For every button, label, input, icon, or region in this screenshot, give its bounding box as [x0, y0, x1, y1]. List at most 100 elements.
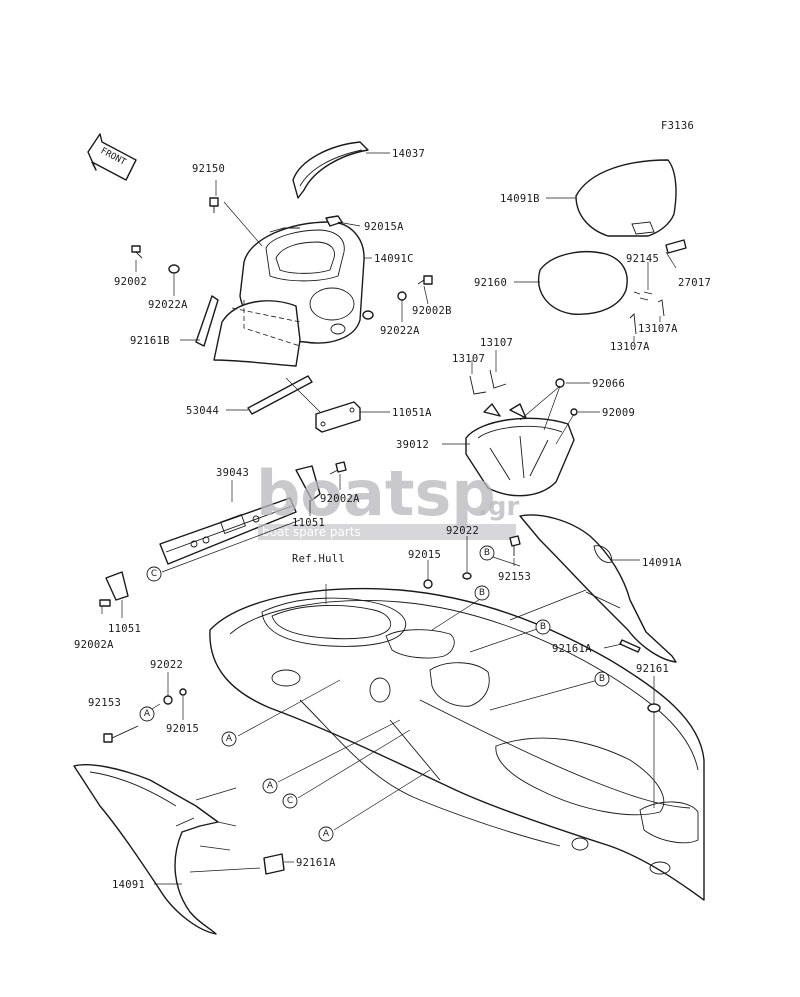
washer-92022A-left	[168, 264, 180, 274]
callout-92002A-mid: 92002A	[320, 493, 360, 505]
callout-92015-low: 92015	[166, 723, 199, 735]
callout-92161: 92161	[636, 663, 669, 675]
svg-text:A: A	[226, 734, 233, 744]
callout-11051-low: 11051	[108, 623, 141, 635]
callout-92002B: 92002B	[412, 305, 452, 317]
plate-92161B	[195, 295, 219, 347]
callout-92015A: 92015A	[364, 221, 404, 233]
callout-92161A-right: 92161A	[552, 643, 592, 655]
svg-text:B: B	[599, 674, 605, 684]
callout-92160: 92160	[474, 277, 507, 289]
svg-text:B: B	[479, 588, 485, 598]
ref-marker-a: A	[262, 778, 278, 794]
svg-text:C: C	[287, 796, 293, 806]
screw-92009	[570, 408, 578, 416]
svg-text:A: A	[267, 781, 274, 791]
ref-marker-b: B	[594, 671, 610, 687]
bolt-92002A-mid	[329, 461, 347, 475]
lid-14091B	[575, 159, 677, 237]
nut-92015-mid	[423, 579, 433, 589]
callout-92015-mid: 92015	[408, 549, 441, 561]
ref-marker-c: C	[146, 566, 162, 582]
ref-marker-a: A	[221, 731, 237, 747]
ref-marker-c: C	[282, 793, 298, 809]
callout-92161B: 92161B	[130, 335, 170, 347]
nut-92015-low	[179, 688, 187, 696]
callout-92002: 92002	[114, 276, 147, 288]
ref-marker-b: B	[479, 545, 495, 561]
side-panel-14091	[73, 764, 219, 935]
svg-text:B: B	[540, 622, 546, 632]
watermark: boatsp .gr boat spare parts	[256, 457, 519, 540]
callout-11051A: 11051A	[392, 407, 432, 419]
callout-92009: 92009	[602, 407, 635, 419]
callout-14091B: 14091B	[500, 193, 540, 205]
bolt-92002	[131, 245, 143, 259]
figure-code: F3136	[661, 120, 694, 132]
clips-92145	[633, 291, 653, 301]
callout-11051-mid: 11051	[292, 517, 325, 529]
svg-text:C: C	[151, 569, 157, 579]
leader-lines	[101, 152, 677, 885]
nut-92015A	[325, 215, 343, 227]
ref-marker-a: A	[139, 706, 155, 722]
svg-text:boatsp: boatsp	[256, 457, 496, 530]
spring-13107A	[629, 299, 665, 335]
svg-text:A: A	[323, 829, 330, 839]
pad-92160	[538, 251, 628, 315]
washer-92022-mid	[462, 572, 472, 580]
bolt-92153-mid	[509, 535, 521, 556]
callout-92002A-low: 92002A	[74, 639, 114, 651]
ref-marker-a: A	[318, 826, 334, 842]
bracket-11051A	[315, 401, 361, 433]
callout-13107A-low: 13107A	[610, 341, 650, 353]
bracket-11051-low	[105, 571, 129, 601]
callout-92150: 92150	[192, 163, 225, 175]
callout-92145: 92145	[626, 253, 659, 265]
callout-92161A-low: 92161A	[296, 857, 336, 869]
callout-39012: 39012	[396, 439, 429, 451]
plate-92161A-right	[619, 639, 641, 653]
bolt-92002B	[417, 275, 433, 285]
callout-39043: 39043	[216, 467, 249, 479]
hood-lower-panel	[213, 300, 301, 367]
panel-39043	[159, 497, 297, 565]
screw-92066	[555, 378, 565, 388]
callout-92153-low: 92153	[88, 697, 121, 709]
callout-92153-mid: 92153	[498, 571, 531, 583]
washer-92022-low	[163, 695, 173, 705]
bolt-92002A-low	[99, 599, 111, 607]
svg-text:A: A	[144, 709, 151, 719]
bucket-39012	[465, 403, 575, 497]
callout-92022A-left: 92022A	[148, 299, 188, 311]
stay-53044	[247, 375, 313, 415]
side-panel-14091A	[519, 514, 677, 663]
label-27017	[665, 239, 687, 254]
reference-markers: C B B B B A A A C A	[139, 545, 610, 842]
bolt-92150	[209, 197, 219, 213]
callout-14091: 14091	[112, 879, 145, 891]
callout-13107A-right: 13107A	[638, 323, 678, 335]
callout-14091A: 14091A	[642, 557, 682, 569]
callout-53044: 53044	[186, 405, 219, 417]
springs-13107	[469, 369, 507, 395]
callout-27017: 27017	[678, 277, 711, 289]
bolt-92153-low	[103, 725, 139, 743]
callout-92022A-right: 92022A	[380, 325, 420, 337]
callout-14091C: 14091C	[374, 253, 414, 265]
callout-labels: 14037 92150 92015A 14091C 92002 92022A 9…	[74, 148, 711, 891]
ref-marker-b: B	[474, 585, 490, 601]
svg-text:boat spare parts: boat spare parts	[262, 525, 361, 539]
hull	[209, 587, 705, 901]
washers-hood	[362, 310, 374, 320]
ref-marker-b: B	[535, 619, 551, 635]
grommet-92161	[647, 703, 661, 713]
callout-14037: 14037	[392, 148, 425, 160]
callout-92022-low: 92022	[150, 659, 183, 671]
plate-92161A-low	[263, 853, 285, 875]
svg-text:B: B	[484, 548, 490, 558]
ref-hull-label: Ref.Hull	[292, 553, 345, 565]
callout-13107-right: 13107	[480, 337, 513, 349]
